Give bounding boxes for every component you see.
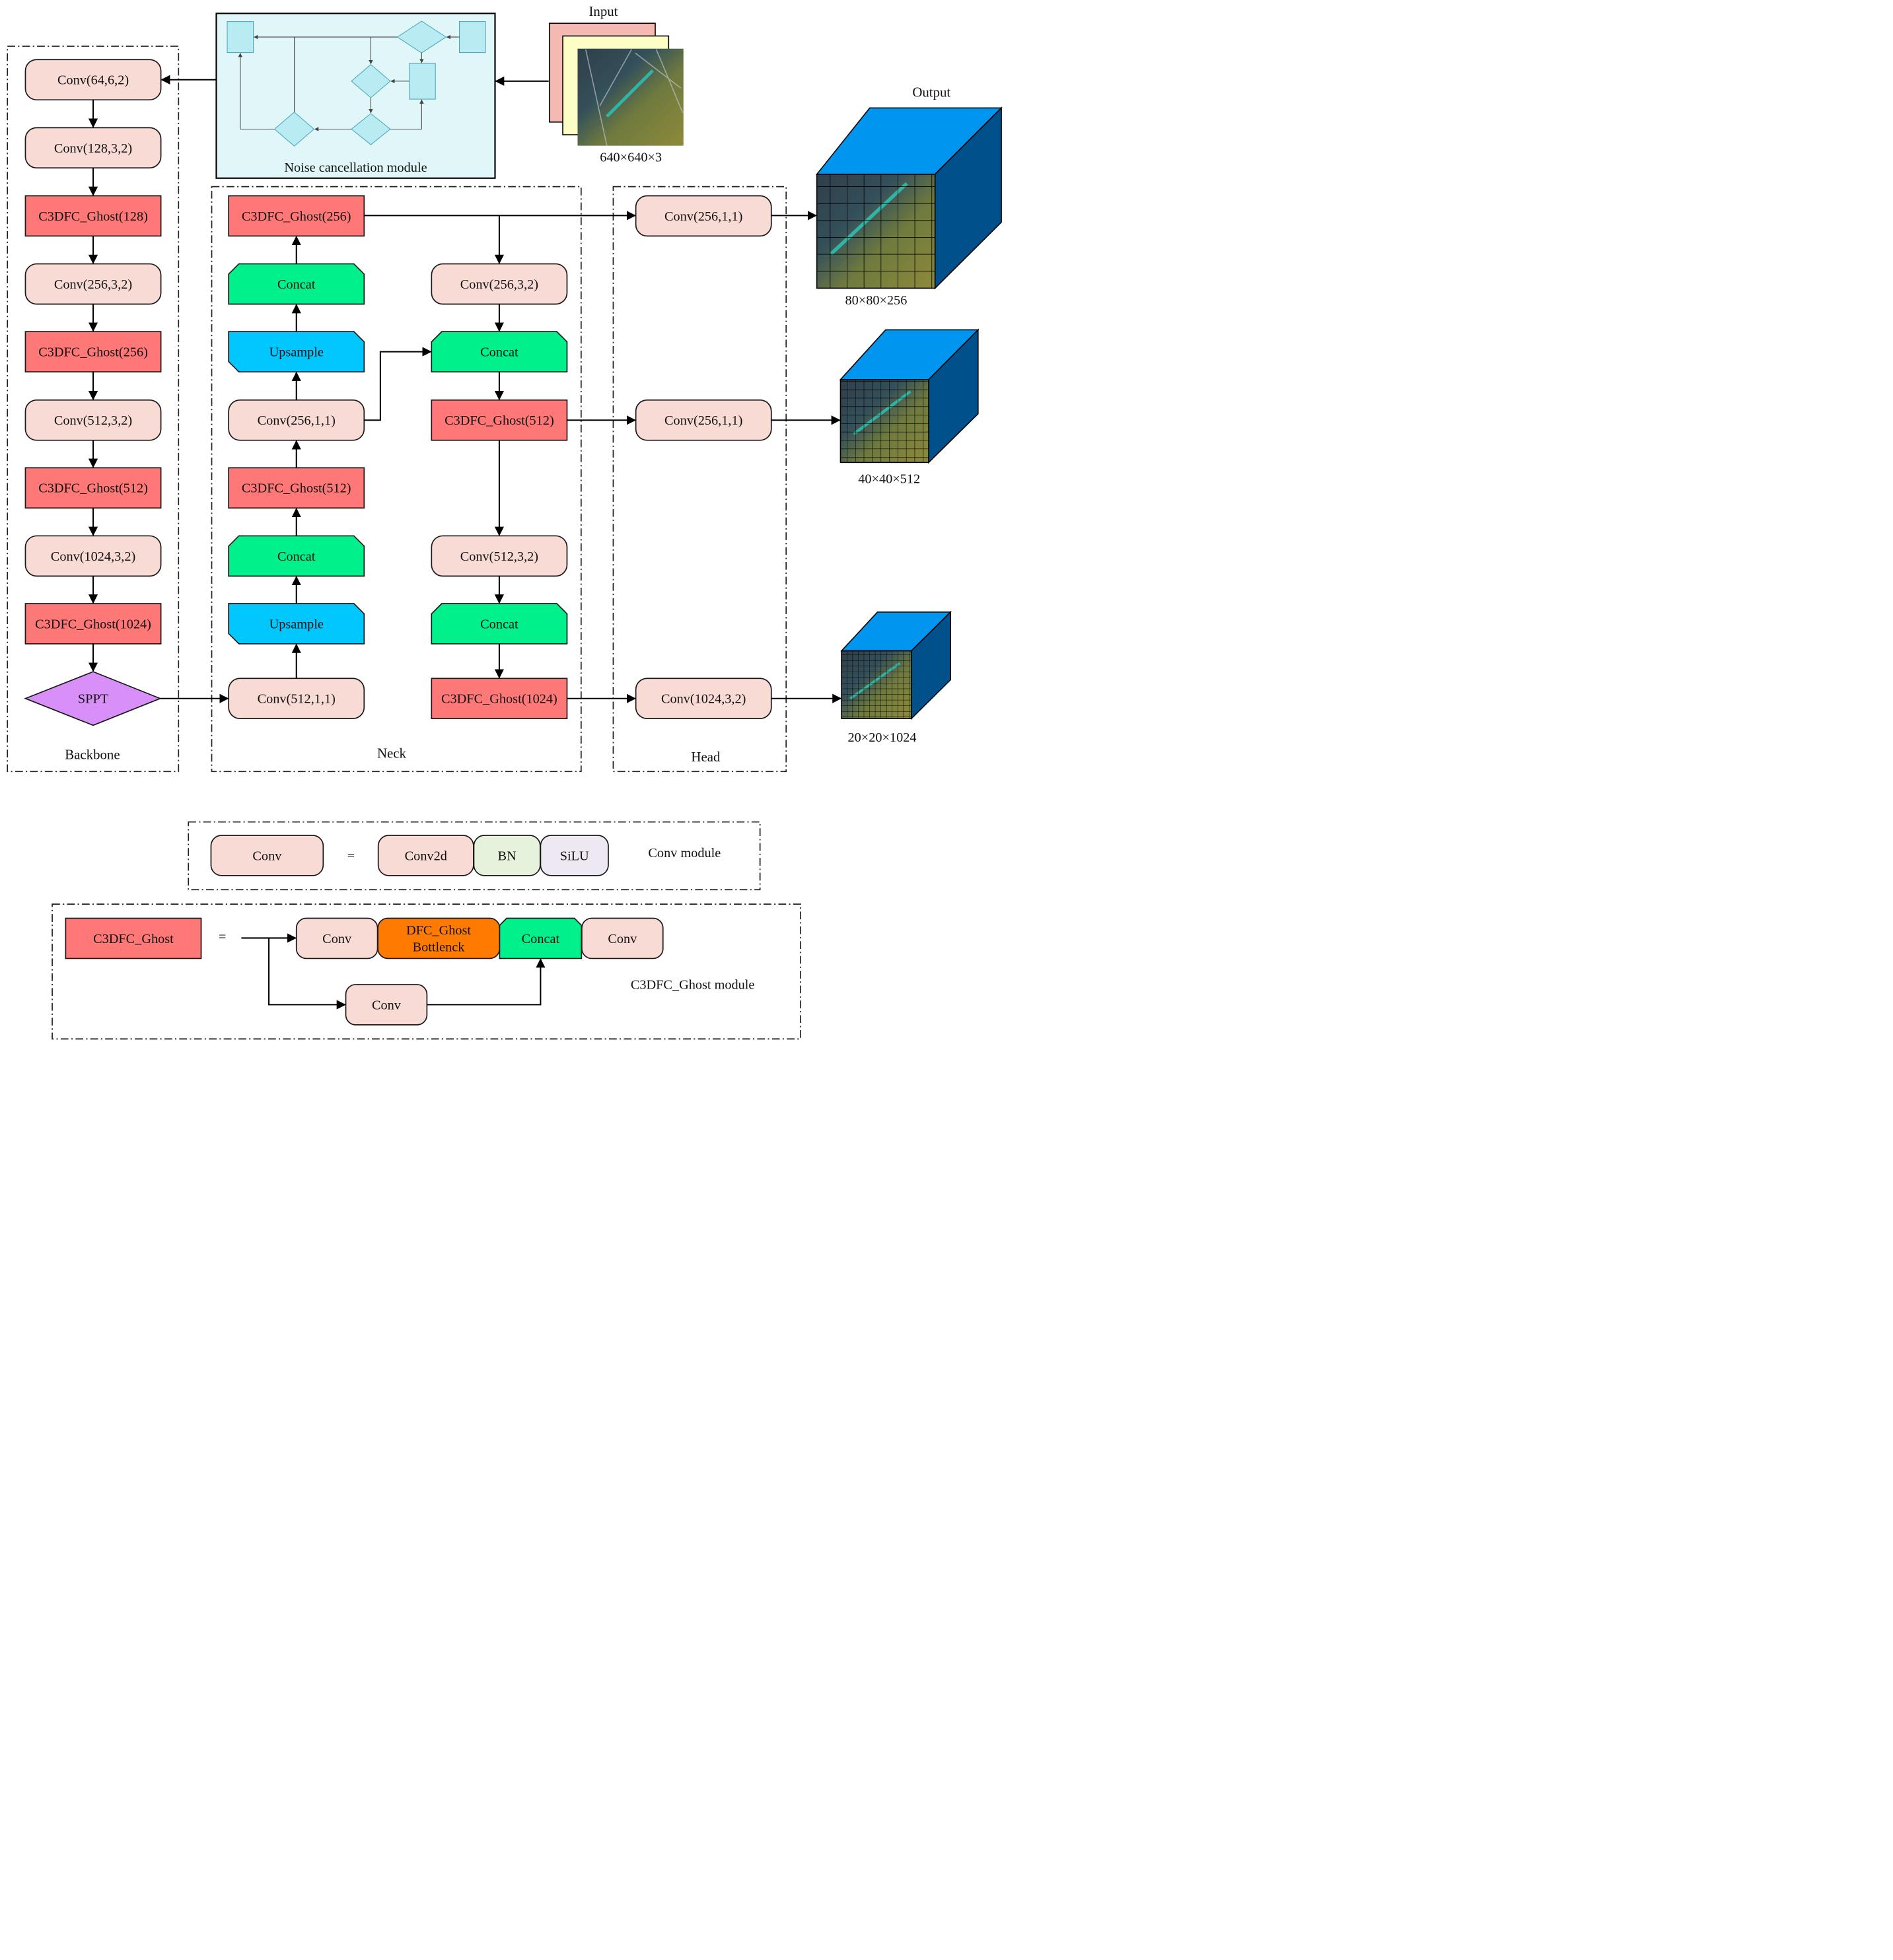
output-cubes: Output 80×80×256 40×40×512 20×20×1024 — [816, 84, 1003, 745]
ghost-module-legend: C3DFC_Ghost = Conv DFC_Ghost Bottlenck C… — [65, 917, 755, 1026]
svg-text:SiLU: SiLU — [560, 849, 589, 863]
legend-ghost-concat — [499, 917, 583, 960]
svg-text:C3DFC_Ghost: C3DFC_Ghost — [93, 932, 174, 946]
svg-text:Conv(256,3,2): Conv(256,3,2) — [460, 277, 538, 292]
output-cube-2: 40×40×512 — [839, 328, 980, 486]
svg-text:Concat: Concat — [522, 932, 560, 946]
svg-text:SPPT: SPPT — [78, 692, 109, 707]
backbone-label: Backbone — [65, 747, 120, 763]
output-title: Output — [912, 84, 950, 100]
network-architecture-diagram: Noise cancellation module Input 640×640×… — [0, 0, 1011, 1047]
legend-silu — [540, 835, 609, 876]
svg-text:Bottlenck: Bottlenck — [413, 940, 466, 955]
conv-module-legend: Conv = Conv2d BN SiLU Conv module — [210, 835, 721, 876]
neck-right-node-3 — [431, 399, 568, 441]
neck-right-concat-1 — [431, 331, 568, 372]
input-title: Input — [589, 3, 618, 19]
svg-text:Conv(1024,3,2): Conv(1024,3,2) — [51, 549, 135, 564]
output-size-3: 20×20×1024 — [847, 730, 916, 745]
svg-text:C3DFC_Ghost(1024): C3DFC_Ghost(1024) — [441, 692, 557, 707]
svg-text:Conv: Conv — [372, 998, 402, 1012]
edges — [88, 75, 842, 703]
legend-conv-equals: = — [347, 849, 355, 863]
neck-right-column: Conv(256,3,2) Concat C3DFC_Ghost(512) Co… — [431, 263, 568, 720]
neck-left-concat-2 — [228, 535, 365, 577]
conv-module-caption: Conv module — [648, 846, 721, 860]
svg-text:Conv(256,1,1): Conv(256,1,1) — [664, 413, 742, 428]
neck-left-column: C3DFC_Ghost(256) Concat Upsample Conv(25… — [228, 195, 365, 720]
output-size-1: 80×80×256 — [845, 293, 907, 308]
neck-left-node-5 — [228, 467, 365, 509]
svg-text:C3DFC_Ghost(128): C3DFC_Ghost(128) — [38, 209, 148, 224]
output-cube-1: 80×80×256 — [816, 106, 1003, 308]
head-label: Head — [691, 749, 721, 765]
svg-text:Concat: Concat — [480, 617, 518, 631]
svg-text:Conv(256,3,2): Conv(256,3,2) — [54, 277, 132, 292]
neck-left-upsample-2 — [228, 603, 365, 645]
svg-text:Conv(512,3,2): Conv(512,3,2) — [460, 549, 538, 564]
backbone-node-5 — [24, 331, 162, 372]
svg-text:C3DFC_Ghost(512): C3DFC_Ghost(512) — [242, 481, 351, 496]
svg-text:Conv(256,1,1): Conv(256,1,1) — [664, 209, 742, 224]
svg-text:Conv(512,1,1): Conv(512,1,1) — [258, 692, 336, 707]
svg-text:C3DFC_Ghost(512): C3DFC_Ghost(512) — [445, 413, 554, 428]
svg-text:Conv: Conv — [608, 932, 637, 946]
noise-cancellation-module: Noise cancellation module — [215, 13, 496, 179]
svg-text:Conv2d: Conv2d — [405, 849, 447, 863]
backbone-node-7 — [24, 467, 162, 509]
output-cube-3: 20×20×1024 — [840, 610, 952, 745]
input-image-stack: Input 640×640×3 — [548, 3, 684, 165]
neck-frame — [211, 186, 582, 773]
conv-legend-frame — [188, 821, 761, 891]
backbone-column: Conv(64,6,2) Conv(128,3,2) C3DFC_Ghost(1… — [24, 59, 162, 726]
neck-label: Neck — [377, 745, 407, 761]
svg-text:Conv(128,3,2): Conv(128,3,2) — [54, 141, 132, 156]
svg-text:Conv(1024,3,2): Conv(1024,3,2) — [661, 692, 746, 707]
svg-text:C3DFC_Ghost(256): C3DFC_Ghost(256) — [38, 345, 148, 360]
backbone-node-9 — [24, 603, 162, 645]
legend-ghost-lhs — [65, 917, 202, 960]
svg-text:C3DFC_Ghost(512): C3DFC_Ghost(512) — [38, 481, 148, 496]
svg-text:BN: BN — [498, 849, 517, 863]
ghost-legend-frame — [52, 903, 801, 1040]
svg-text:Concat: Concat — [277, 277, 316, 292]
svg-text:Conv: Conv — [322, 932, 352, 946]
svg-text:Concat: Concat — [277, 549, 316, 564]
svg-text:C3DFC_Ghost(256): C3DFC_Ghost(256) — [242, 209, 351, 224]
noise-module-label: Noise cancellation module — [284, 160, 427, 175]
sppt-node — [24, 671, 162, 726]
svg-text:Upsample: Upsample — [269, 617, 324, 631]
svg-text:Conv(512,3,2): Conv(512,3,2) — [54, 413, 132, 428]
head-frame — [612, 186, 787, 773]
svg-text:Conv(64,6,2): Conv(64,6,2) — [57, 73, 129, 88]
svg-text:C3DFC_Ghost(1024): C3DFC_Ghost(1024) — [35, 617, 151, 631]
neck-left-concat-1 — [228, 263, 365, 305]
legend-ghost-equals: = — [219, 930, 226, 944]
svg-text:Conv(256,1,1): Conv(256,1,1) — [258, 413, 336, 428]
backbone-node-3 — [24, 195, 162, 237]
svg-text:Concat: Concat — [480, 345, 518, 360]
head-column: Conv(256,1,1) Conv(256,1,1) Conv(1024,3,… — [635, 195, 772, 720]
ghost-module-caption: C3DFC_Ghost module — [631, 977, 755, 992]
neck-left-upsample-1 — [228, 331, 365, 372]
svg-text:Conv: Conv — [252, 849, 282, 863]
neck-right-concat-2 — [431, 603, 568, 645]
backbone-frame — [7, 46, 180, 773]
svg-text:DFC_Ghost: DFC_Ghost — [406, 923, 471, 938]
input-size: 640×640×3 — [600, 151, 662, 165]
legend-ghost-conv-2 — [581, 917, 664, 960]
svg-text:Upsample: Upsample — [269, 345, 324, 360]
legend-conv-lhs — [210, 835, 324, 876]
output-size-2: 40×40×512 — [858, 472, 920, 486]
